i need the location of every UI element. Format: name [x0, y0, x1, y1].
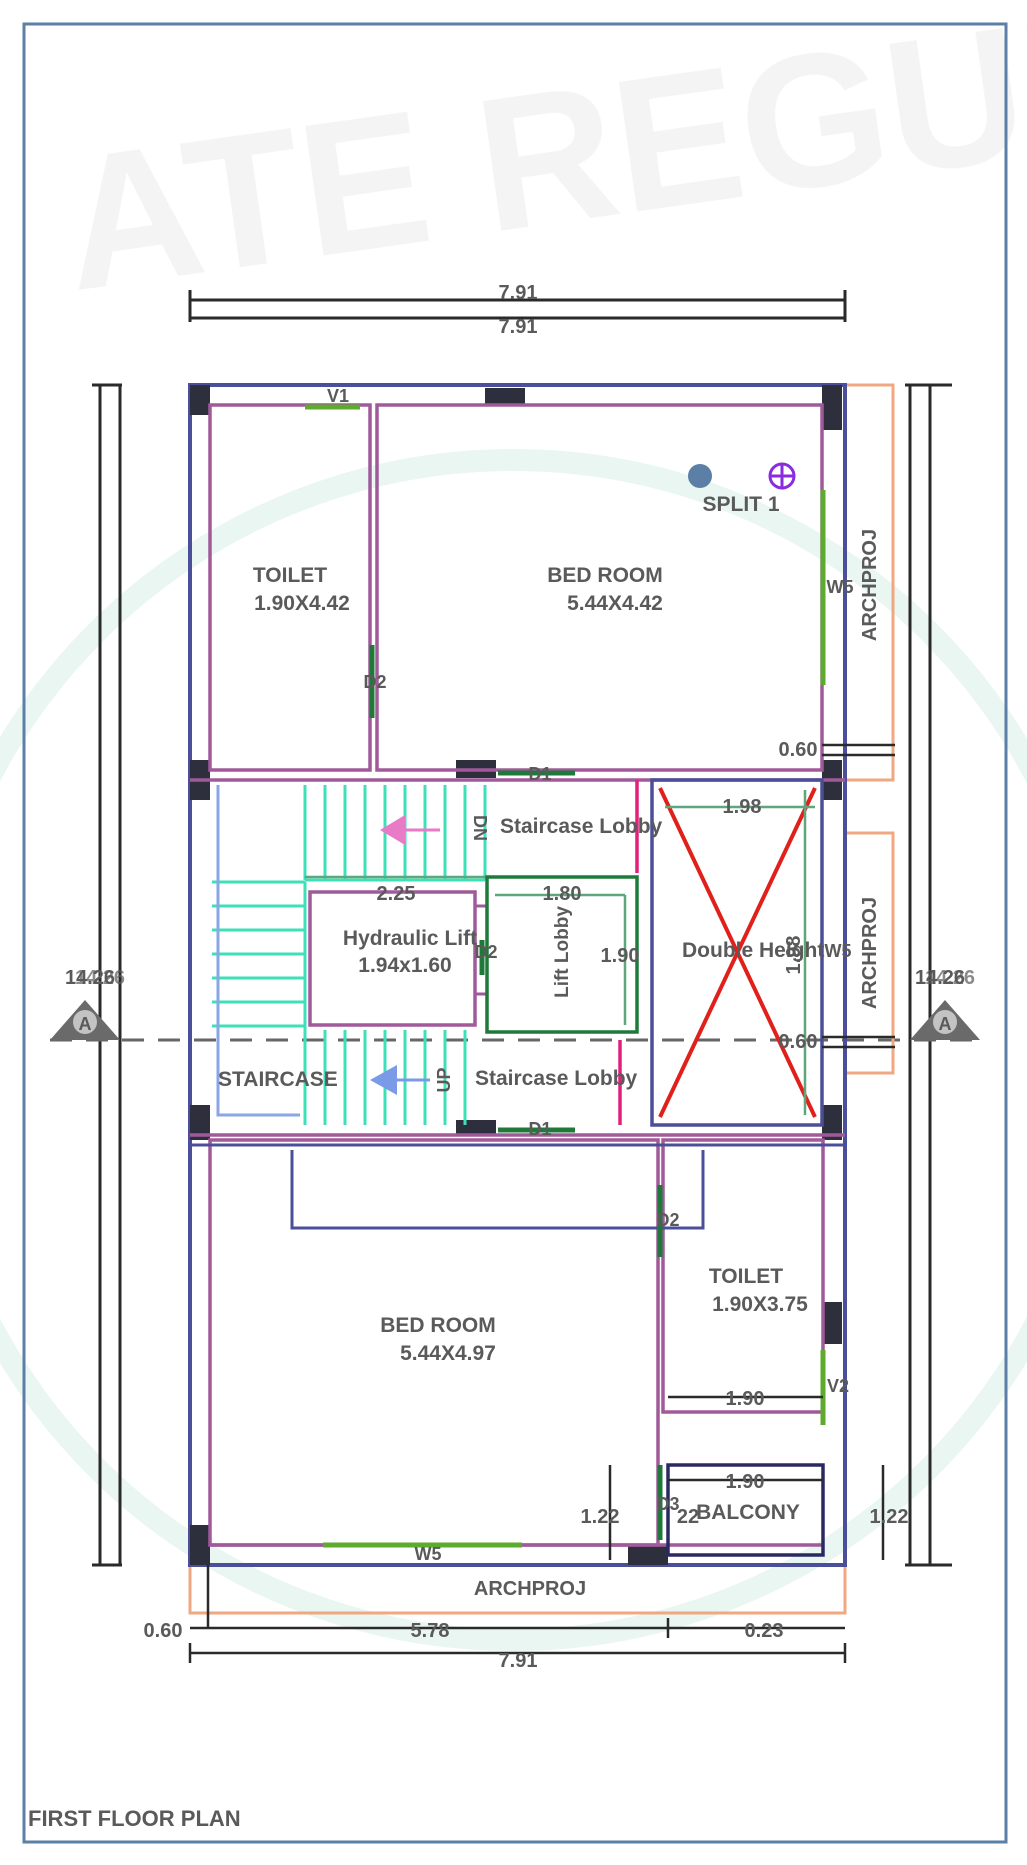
- dim-balcony-left-h: 1.22: [581, 1506, 620, 1528]
- double-height-label: Double Height: [682, 939, 824, 962]
- doors: [369, 645, 663, 1540]
- left-dimension: 14.26: [65, 967, 115, 989]
- dim-double-height-h: 1.98: [783, 936, 805, 975]
- door-d2-lift-tag: D2: [474, 942, 497, 962]
- sheet-border: [22, 22, 1008, 1844]
- top-dimension-1: 7.91: [499, 282, 538, 304]
- toilet2-name: TOILET: [709, 1265, 783, 1288]
- bedroom2-size: 5.44X4.97: [400, 1342, 496, 1365]
- toilet2-size: 1.90X3.75: [712, 1293, 808, 1316]
- plan-title: FIRST FLOOR PLAN: [28, 1806, 241, 1831]
- dim-stair-width: 2.25: [377, 883, 416, 905]
- outer-wall: [188, 383, 847, 1567]
- dim-bottom-overall: 7.91: [499, 1650, 538, 1672]
- right-dimensions: [905, 383, 952, 1567]
- right-dimension-b: 14.26: [925, 967, 975, 989]
- ac-indoor-unit-icon: [688, 464, 712, 488]
- window-w5-double-tag: W5: [825, 941, 852, 961]
- dim-lift-lobby-h: 1.90: [601, 945, 640, 967]
- left-dimensions: [92, 383, 122, 1567]
- lift-lobby-label: Lift Lobby: [552, 906, 573, 998]
- dim-bottom-right-offset: 0.23: [745, 1620, 784, 1642]
- balcony-outline: [666, 1463, 825, 1557]
- stair-down-label: DN: [470, 815, 490, 841]
- window-v1-tag: V1: [327, 386, 349, 406]
- columns: [190, 385, 842, 1565]
- lift-lobby-wall: [485, 875, 639, 1034]
- toilet1-size: 1.90X4.42: [254, 592, 350, 615]
- top-dimension-2: 7.91: [499, 316, 538, 338]
- bedroom2-name: BED ROOM: [380, 1314, 496, 1337]
- stair-handrail: [216, 785, 300, 1117]
- hydraulic-lift-name: Hydraulic Lift: [343, 927, 477, 950]
- double-height-void: [650, 778, 824, 1127]
- section-marker-left: A: [50, 1000, 120, 1040]
- dim-balcony-inner: 22: [677, 1506, 699, 1528]
- hydraulic-lift-size: 1.94x1.60: [358, 954, 451, 977]
- projection-label-right-mid: ARCHPROJ: [859, 897, 881, 1009]
- window-v2-tag: V2: [827, 1376, 849, 1396]
- top-dimensions: [188, 290, 847, 322]
- right-dimension: 14.26: [915, 967, 965, 989]
- staircase-lobby-bottom-label: Staircase Lobby: [475, 1067, 638, 1090]
- window-w5-right-tag: W5: [827, 577, 854, 597]
- bedroom1-name: BED ROOM: [547, 564, 663, 587]
- inner-green-dimension-lines: [305, 790, 815, 1115]
- ac-outdoor-unit-icon: [768, 462, 796, 490]
- stair-up-label: UP: [434, 1067, 454, 1092]
- door-d2-top-tag: D2: [363, 672, 386, 692]
- section-marker-right: A: [910, 1000, 980, 1040]
- inner-dimension-lines: [188, 743, 895, 1663]
- staircase: [212, 785, 487, 1125]
- bedroom1-size: 5.44X4.42: [567, 592, 663, 615]
- stair-arrow-up: [370, 1065, 397, 1095]
- dim-double-height-w: 1.98: [723, 796, 762, 818]
- dim-bottom-main: 5.78: [411, 1620, 450, 1642]
- split-label: SPLIT 1: [702, 493, 779, 516]
- projection-label-bottom: ARCHPROJ: [474, 1578, 586, 1600]
- left-dimension-b: 14.26: [75, 967, 125, 989]
- dim-proj-top: 0.60: [779, 739, 818, 761]
- section-marker-left-label: A: [79, 1014, 92, 1034]
- door-d1-bottom-tag: D1: [528, 1119, 551, 1139]
- dim-balcony-w: 1.90: [726, 1471, 765, 1493]
- window-w5-bottom-tag: W5: [415, 1544, 442, 1564]
- double-height-cross: [658, 787, 817, 1118]
- staircase-label: STAIRCASE: [218, 1068, 338, 1091]
- watermark-text: ATE REGUL: [50, 0, 1027, 331]
- dim-toilet2-inner-w: 1.90: [726, 1388, 765, 1410]
- toilet1-name: TOILET: [253, 564, 327, 587]
- door-d1-top-tag: D1: [528, 764, 551, 784]
- balcony-label: BALCONY: [696, 1501, 800, 1524]
- dim-balcony-right-h: 1.22: [870, 1506, 909, 1528]
- dim-lift-lobby-w: 1.80: [543, 883, 582, 905]
- bedroom2-wardrobe: [190, 1143, 845, 1230]
- windows: [305, 404, 826, 1548]
- door-d3-tag: D3: [656, 1494, 679, 1514]
- lobby-walls: [618, 780, 639, 1125]
- projection-label-right-top: ARCHPROJ: [859, 529, 881, 641]
- section-marker-right-label: A: [939, 1014, 952, 1034]
- watermark-ring: [0, 449, 1027, 1651]
- stair-arrow-down: [380, 815, 405, 845]
- dim-bottom-left-offset: 0.60: [144, 1620, 183, 1642]
- door-d2-bottom-tag: D2: [656, 1210, 679, 1230]
- staircase-lobby-top-label: Staircase Lobby: [500, 815, 663, 838]
- dim-proj-mid: 0.60: [779, 1031, 818, 1053]
